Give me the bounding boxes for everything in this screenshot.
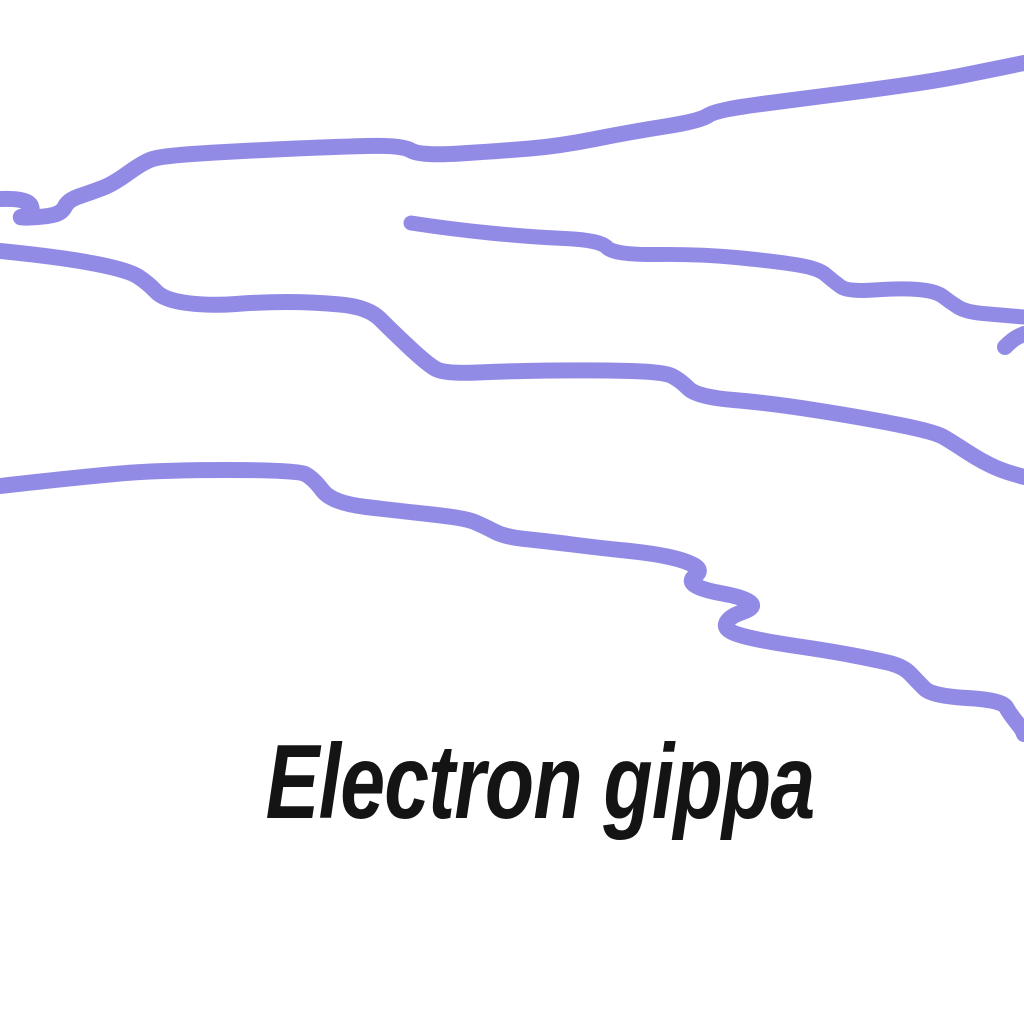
chart-title: Electron gippa [266, 722, 815, 840]
line-5-fragment [997, 326, 1024, 355]
line-1 [0, 55, 1024, 226]
line-3 [0, 243, 1024, 485]
line-4 [0, 462, 1024, 742]
line-2 [403, 215, 1024, 325]
